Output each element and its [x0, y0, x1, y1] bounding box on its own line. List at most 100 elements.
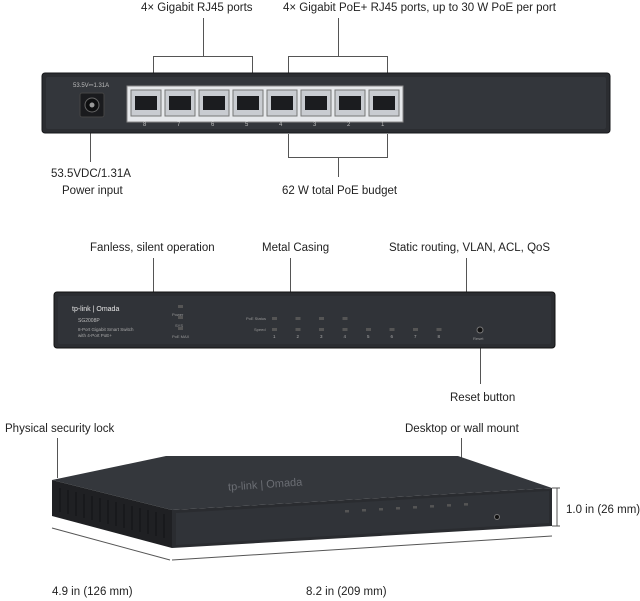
label-reset-button: Reset button	[450, 392, 516, 404]
label-mount: Desktop or wall mount	[405, 423, 519, 435]
speed-led	[272, 328, 277, 331]
speed-led	[413, 328, 418, 331]
poe-led	[319, 317, 324, 320]
label-power-line2: Power input	[62, 185, 123, 197]
front-model: SG2008P	[78, 318, 100, 324]
rear-port-number: 5	[245, 122, 249, 128]
rear-port-number: 3	[313, 122, 317, 128]
front-port-number: 4	[343, 334, 347, 339]
front-brand-logo: tp-link | Omada	[72, 306, 120, 313]
callout-poe-right	[387, 56, 388, 86]
front-port-number: 6	[390, 334, 394, 339]
angled-led	[430, 505, 434, 508]
label-gigabit-ports: 4× Gigabit RJ45 ports	[141, 2, 253, 14]
rear-port-opening	[169, 96, 191, 110]
label-poe-budget: 62 W total PoE budget	[282, 185, 398, 197]
speed-led	[319, 328, 324, 331]
callout-routing	[466, 258, 467, 292]
angled-led	[362, 509, 366, 512]
rear-port-opening	[135, 96, 157, 110]
speed-led	[342, 328, 348, 331]
angled-led	[345, 509, 349, 513]
angled-top-face	[52, 456, 552, 510]
status-led	[178, 316, 183, 319]
status-led	[178, 305, 183, 308]
label-metal-casing: Metal Casing	[262, 242, 330, 254]
callout-gigabit-horizontal	[153, 56, 253, 57]
label-fanless: Fanless, silent operation	[90, 242, 215, 254]
dim-width-label: 8.2 in (209 mm)	[306, 586, 387, 598]
angled-led	[447, 504, 451, 507]
callout-gigabit-vertical	[203, 18, 204, 56]
angled-reset-button	[494, 514, 500, 520]
speed-led	[436, 328, 442, 331]
speed-led	[389, 328, 395, 331]
rear-power-rating: 53.5V⎓1.31A	[73, 83, 110, 89]
callout-poe-left	[288, 56, 289, 86]
front-description-2: with 4-Port PoE+	[78, 333, 112, 338]
rear-port-number: 2	[347, 122, 351, 128]
front-port-number: 5	[367, 334, 370, 339]
rear-port-opening	[237, 96, 259, 110]
callout-mount	[461, 438, 462, 468]
dim-height-label: 1.0 in (26 mm)	[566, 504, 640, 516]
poe-led	[342, 317, 348, 320]
callout-poe-vertical	[338, 18, 339, 56]
callout-poe-horizontal	[288, 56, 388, 57]
callout-fanless	[153, 258, 154, 292]
rear-port-number: 7	[177, 122, 181, 128]
front-port-number: 1	[273, 334, 276, 339]
front-port-number: 8	[437, 334, 441, 339]
front-led-power: Power	[172, 312, 184, 317]
callout-budget-right	[387, 134, 388, 158]
rear-port-opening	[305, 96, 327, 110]
speed-led	[366, 328, 371, 331]
reset-button	[476, 326, 484, 334]
callout-metal	[290, 258, 291, 292]
angled-led	[379, 508, 383, 511]
dim-depth-line	[51, 527, 171, 561]
poe-led	[272, 317, 277, 320]
callout-reset	[480, 334, 481, 384]
poe-led	[295, 317, 301, 320]
angled-led	[413, 506, 417, 509]
rear-port-opening	[373, 96, 395, 110]
dim-depth-label: 4.9 in (126 mm)	[52, 586, 133, 598]
front-port-leds	[178, 305, 442, 331]
front-port-number: 3	[320, 334, 323, 339]
callout-budget-left	[288, 134, 289, 158]
rear-port-number: 1	[381, 122, 385, 128]
label-power-line1: 53.5VDC/1.31A	[51, 168, 131, 180]
angled-led	[464, 503, 468, 506]
rear-port-number: 4	[279, 122, 283, 128]
callout-gigabit-left	[153, 56, 154, 86]
rear-port-opening	[339, 96, 361, 110]
front-led-sys: SYS	[175, 323, 184, 328]
angled-side-face	[52, 480, 172, 548]
speed-led	[295, 328, 301, 331]
front-led-poemax: PoE MAX	[172, 334, 190, 339]
rear-ports	[130, 89, 400, 117]
dim-width-line	[171, 535, 553, 561]
callout-budget-vertical	[338, 157, 339, 177]
callout-lock	[57, 438, 58, 478]
label-security-lock: Physical security lock	[5, 423, 115, 435]
angled-led	[396, 507, 400, 510]
callout-gigabit-right	[252, 56, 253, 86]
front-reset-text: Reset	[473, 336, 484, 341]
callout-power-vertical	[90, 130, 91, 162]
rear-port-number: 8	[143, 122, 147, 128]
status-led	[178, 327, 183, 330]
front-led-speed: Speed	[254, 327, 266, 332]
rear-port-opening	[271, 96, 293, 110]
rear-port-opening	[203, 96, 225, 110]
label-poe-ports: 4× Gigabit PoE+ RJ45 ports, up to 30 W P…	[283, 2, 556, 14]
rear-port-number: 6	[211, 122, 215, 128]
label-routing: Static routing, VLAN, ACL, QoS	[389, 242, 551, 254]
front-port-number: 2	[296, 334, 300, 339]
front-port-number: 7	[414, 334, 417, 339]
front-description-1: 8-Port Gigabit Smart Switch	[78, 327, 134, 332]
